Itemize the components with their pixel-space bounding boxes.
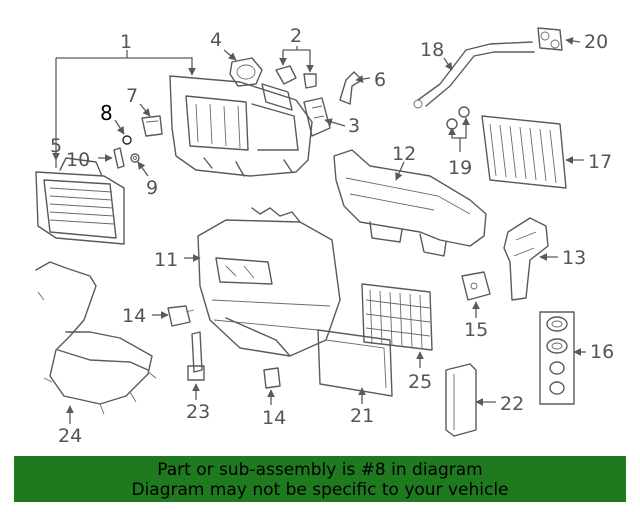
part-17-heater-core (481, 115, 567, 189)
leader-lines (52, 37, 586, 424)
part-18-pipe (413, 41, 535, 109)
part-3-bracket (303, 97, 331, 137)
callout-9: 9 (146, 177, 158, 199)
part-10-clip (113, 147, 125, 169)
part-22-accumulator (445, 363, 477, 437)
part-20-plate (537, 27, 563, 51)
part-14-sensor-b (263, 367, 281, 389)
part-12-duct (333, 149, 487, 257)
part-1-heater-case (169, 75, 313, 177)
part-4-actuator (229, 57, 263, 87)
part-13-duct (503, 217, 549, 301)
callout-24: 24 (58, 425, 82, 447)
part-24-wiring-harness (35, 261, 157, 415)
callout-5: 5 (50, 135, 62, 157)
callout-13: 13 (562, 247, 586, 269)
callout-14a: 14 (122, 305, 146, 327)
callout-11: 11 (154, 249, 178, 271)
callout-8: 8 (100, 101, 113, 125)
callout-6: 6 (374, 69, 386, 91)
parts-diagram: 1 2 3 4 5 6 7 8 9 10 11 12 13 14 14 15 1… (35, 25, 614, 447)
callout-7: 7 (126, 85, 138, 107)
part-23-rod (187, 331, 205, 381)
part-21-filter-door (317, 329, 393, 397)
callout-21: 21 (350, 405, 374, 427)
callout-15: 15 (464, 319, 488, 341)
part-5-evaporator (35, 157, 125, 245)
part-14-sensor-a (167, 305, 195, 327)
part-9-grommet (130, 153, 140, 163)
callout-16: 16 (590, 341, 614, 363)
part-15-actuator (461, 271, 491, 301)
callout-17: 17 (588, 151, 612, 173)
callout-1: 1 (120, 31, 132, 53)
part-8-o-ring (122, 135, 132, 145)
part-6-hose (339, 71, 363, 105)
callout-10: 10 (66, 149, 90, 171)
banner-line-1: Part or sub-assembly is #8 in diagram (157, 460, 483, 480)
callout-25: 25 (408, 371, 432, 393)
callout-12: 12 (392, 143, 416, 165)
callout-20: 20 (584, 31, 608, 53)
part-19-fittings (446, 106, 470, 130)
part-16-seal-kit (539, 311, 575, 405)
callout-3: 3 (348, 115, 360, 137)
part-2-sensor (275, 65, 317, 89)
part-info-banner: Part or sub-assembly is #8 in diagram Di… (14, 456, 626, 502)
callout-23: 23 (186, 401, 210, 423)
callout-19: 19 (448, 157, 472, 179)
callout-22: 22 (500, 393, 524, 415)
callout-14b: 14 (262, 407, 286, 429)
callout-18: 18 (420, 39, 444, 61)
callout-2: 2 (290, 25, 302, 47)
callout-4: 4 (210, 29, 222, 51)
part-25-cabin-filter (361, 283, 433, 351)
banner-line-2: Diagram may not be specific to your vehi… (131, 480, 509, 500)
callout-labels: 1 2 3 4 5 6 7 8 9 10 11 12 13 14 14 15 1… (50, 25, 614, 447)
part-7-actuator (141, 115, 163, 137)
